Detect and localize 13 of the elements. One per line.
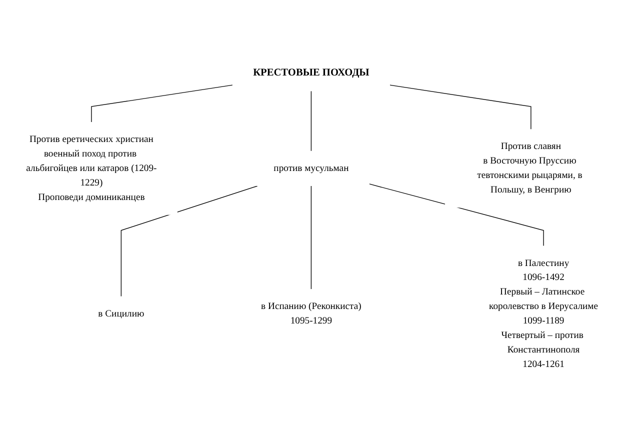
connector — [310, 186, 312, 290]
connector — [369, 184, 544, 246]
connector — [91, 84, 233, 122]
connector — [120, 186, 258, 297]
node-text: Против еретических христиан военный поход против альбигойцев или катаров (1209-1229) Проповеди доминиканцев — [26, 134, 157, 203]
node-text: КРЕСТОВЫЕ ПОХОДЫ — [253, 67, 370, 78]
node-text: в Палестину 1096-1492 Первый – Латинское королевство в Иерусалиме 1099-1189 Четвертый – против Константинополя 1204-1261 — [489, 258, 598, 370]
node-text: против мусульман — [274, 163, 349, 174]
node-text: Против славян в Восточную Пруссию тевтонскими рыцарями, в Польшу, в Венгрию — [477, 142, 582, 196]
connector — [390, 84, 532, 130]
node-text: в Сицилию — [98, 308, 144, 320]
connector — [310, 90, 312, 152]
node-text: в Испанию (Реконкиста) 1095-1299 — [261, 302, 362, 326]
